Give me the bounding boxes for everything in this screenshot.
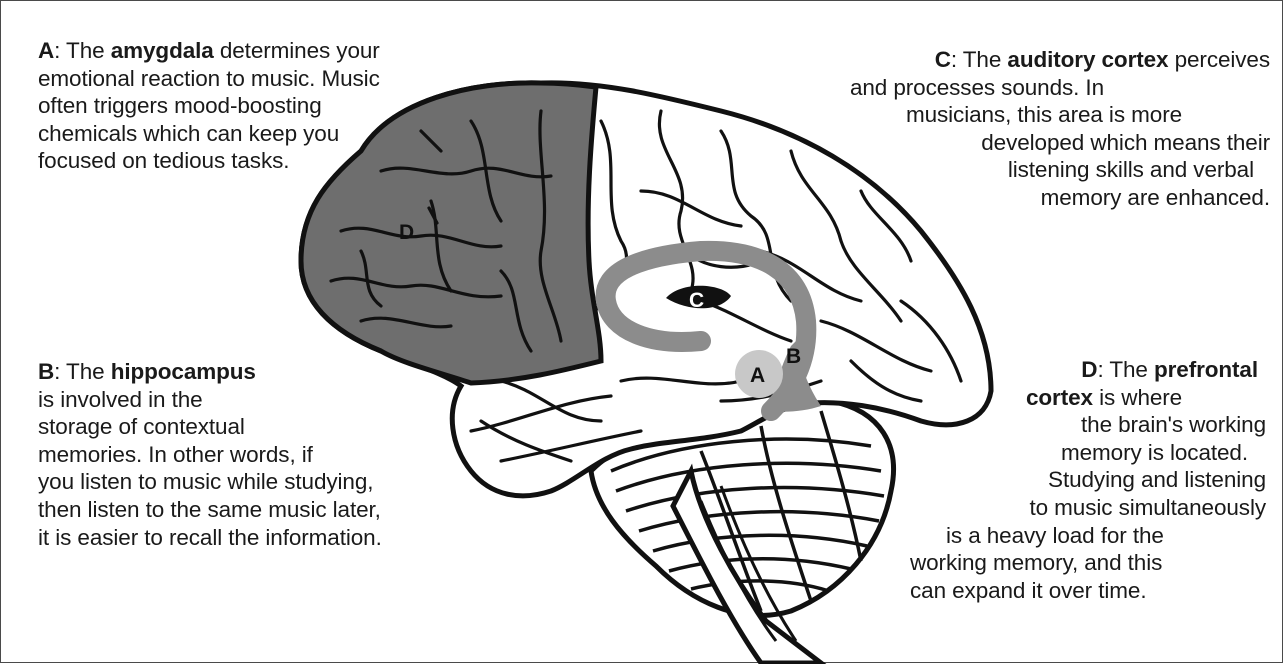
note-auditory-line-5: listening skills and verbal: [850, 156, 1254, 184]
note-hippocampus-line-6: then listen to the same music later,: [38, 496, 382, 524]
marker-a: A: [750, 364, 765, 387]
note-auditory-line-2: and processes sounds. In: [850, 74, 1104, 102]
note-prefrontal-term: prefrontal: [1154, 357, 1258, 382]
note-hippocampus-prefix: : The: [54, 359, 111, 384]
note-auditory-term: auditory cortex: [1007, 47, 1168, 72]
note-amygdala-key: A: [38, 38, 54, 63]
note-prefrontal-line-7: is a heavy load for the: [906, 522, 1266, 550]
note-prefrontal-line-8: working memory, and this: [906, 549, 1266, 577]
marker-b: B: [786, 345, 801, 368]
note-amygdala-prefix: : The: [54, 38, 111, 63]
note-prefrontal-line-6: to music simultaneously: [906, 494, 1266, 522]
note-auditory-key: C: [935, 47, 951, 72]
note-amygdala-line-5: focused on tedious tasks.: [38, 147, 380, 175]
note-hippocampus-line-3: storage of contextual: [38, 413, 382, 441]
note-amygdala-line-3: often triggers mood-boosting: [38, 92, 380, 120]
note-prefrontal-text: is where: [1093, 385, 1182, 410]
marker-c: C: [689, 289, 704, 312]
note-hippocampus-line-2: is involved in the: [38, 386, 382, 414]
note-auditory-cortex: C: The auditory cortex perceives and pro…: [850, 46, 1270, 212]
note-prefrontal-line-9: can expand it over time.: [906, 577, 1266, 605]
note-prefrontal-line-1: D: The prefrontal: [906, 356, 1266, 384]
note-hippocampus-line-4: memories. In other words, if: [38, 441, 382, 469]
note-prefrontal-prefix: : The: [1097, 357, 1154, 382]
note-auditory-line-6: memory are enhanced.: [850, 184, 1270, 212]
note-prefrontal-line-5: Studying and listening: [906, 466, 1266, 494]
note-hippocampus-line-5: you listen to music while studying,: [38, 468, 382, 496]
note-amygdala-line-2: emotional reaction to music. Music: [38, 65, 380, 93]
note-auditory-line-1: C: The auditory cortex perceives: [850, 46, 1270, 74]
marker-d: D: [399, 221, 414, 244]
note-auditory-prefix: : The: [951, 47, 1008, 72]
note-auditory-line-4: developed which means their: [850, 129, 1270, 157]
note-prefrontal-cortex: D: The prefrontal cortex is where the br…: [906, 356, 1266, 604]
note-prefrontal-key: D: [1081, 357, 1097, 382]
note-hippocampus-key: B: [38, 359, 54, 384]
note-prefrontal-term-2: cortex: [1026, 385, 1093, 410]
note-hippocampus-line-7: it is easier to recall the information.: [38, 524, 382, 552]
note-prefrontal-line-4: memory is located.: [906, 439, 1266, 467]
note-amygdala-line-4: chemicals which can keep you: [38, 120, 380, 148]
note-hippocampus: B: The hippocampus is involved in the st…: [38, 358, 382, 551]
note-hippocampus-term: hippocampus: [111, 359, 256, 384]
note-amygdala-term: amygdala: [111, 38, 214, 63]
note-amygdala-text: determines your: [214, 38, 380, 63]
note-auditory-line-3: musicians, this area is more: [850, 101, 1182, 129]
note-amygdala-line-1: A: The amygdala determines your: [38, 37, 380, 65]
note-hippocampus-line-1: B: The hippocampus: [38, 358, 382, 386]
note-auditory-text: perceives: [1168, 47, 1270, 72]
note-prefrontal-line-3: the brain's working: [906, 411, 1266, 439]
note-prefrontal-line-2: cortex is where: [906, 384, 1266, 412]
note-amygdala: A: The amygdala determines your emotiona…: [38, 37, 380, 175]
